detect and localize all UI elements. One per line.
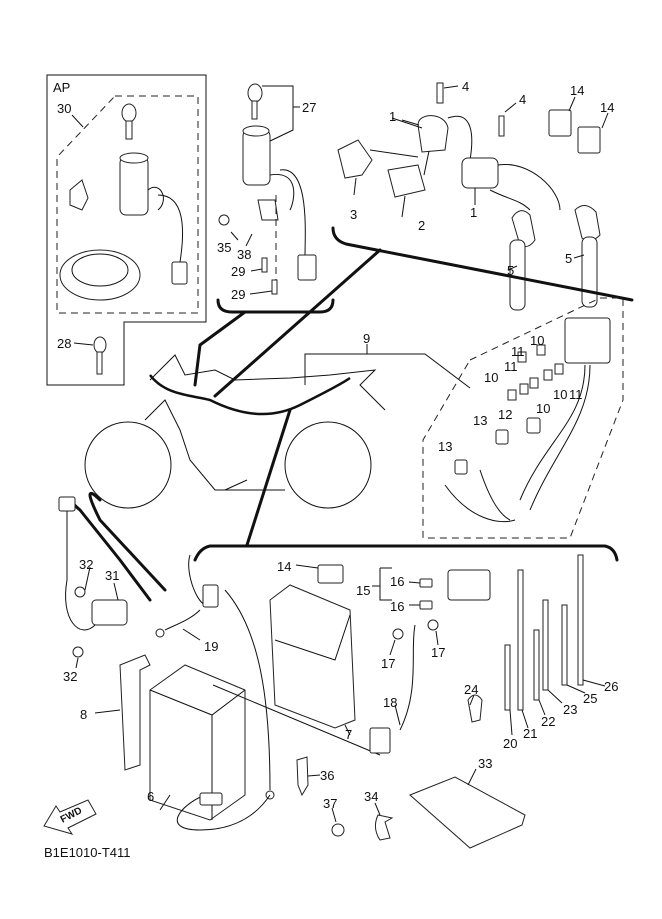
callout-11-a[interactable]: 11 xyxy=(511,344,525,359)
lock-set-group-label: AP xyxy=(53,80,71,95)
callout-29-b[interactable]: 29 xyxy=(231,287,246,302)
leader-curve-lower-left xyxy=(69,496,152,602)
callout-1-b[interactable]: 1 xyxy=(470,205,478,220)
callout-29-a[interactable]: 29 xyxy=(231,264,246,279)
callout-14-b[interactable]: 14 xyxy=(600,100,615,115)
callout-33[interactable]: 33 xyxy=(478,756,493,771)
fuel-cap xyxy=(59,249,141,301)
callout-1-a[interactable]: 1 xyxy=(389,109,397,124)
callout-17-b[interactable]: 17 xyxy=(431,645,446,660)
callout-21[interactable]: 21 xyxy=(523,726,538,741)
callout-6[interactable]: 6 xyxy=(147,789,155,804)
callout-34[interactable]: 34 xyxy=(364,789,379,804)
callout-9[interactable]: 9 xyxy=(363,331,371,346)
seat-lock xyxy=(69,179,89,211)
leader-to-lock-set xyxy=(193,310,247,387)
callout-10-c[interactable]: 10 xyxy=(553,387,568,402)
motorcycle-outline xyxy=(84,354,386,509)
callout-32-a[interactable]: 32 xyxy=(79,557,94,572)
callout-15[interactable]: 15 xyxy=(356,583,371,598)
callout-38[interactable]: 38 xyxy=(237,247,252,262)
harness-detail-group xyxy=(304,297,624,539)
callout-19[interactable]: 19 xyxy=(204,639,219,654)
callout-13-b[interactable]: 13 xyxy=(438,439,453,454)
fwd-arrow-icon xyxy=(43,799,97,835)
main-switch-group xyxy=(218,83,317,295)
battery-group xyxy=(94,554,381,831)
callout-27[interactable]: 27 xyxy=(302,100,317,115)
callout-24[interactable]: 24 xyxy=(464,682,479,697)
callout-25[interactable]: 25 xyxy=(583,691,598,706)
callout-31[interactable]: 31 xyxy=(105,568,120,583)
callout-8[interactable]: 8 xyxy=(80,707,88,722)
callout-30[interactable]: 30 xyxy=(57,101,72,116)
ignition-coil-group xyxy=(337,82,601,311)
lock-set-group-frame xyxy=(46,74,207,386)
starter-relay-part xyxy=(295,564,491,754)
group-bracket-ignition xyxy=(331,226,634,302)
callout-22[interactable]: 22 xyxy=(541,714,556,729)
key-blank-icon xyxy=(73,336,107,375)
callout-10-d[interactable]: 10 xyxy=(536,401,551,416)
callout-10-a[interactable]: 10 xyxy=(530,333,545,348)
callout-32-b[interactable]: 32 xyxy=(63,669,78,684)
callout-4-b[interactable]: 4 xyxy=(519,92,527,107)
callout-18[interactable]: 18 xyxy=(383,695,398,710)
relay-pair-top xyxy=(548,96,609,154)
callout-2[interactable]: 2 xyxy=(418,218,426,233)
callout-12[interactable]: 12 xyxy=(498,407,513,422)
callout-7[interactable]: 7 xyxy=(345,727,353,742)
drawing-code: B1E1010-T411 xyxy=(44,845,131,860)
leader-to-lower-group xyxy=(88,491,167,592)
callout-3[interactable]: 3 xyxy=(350,207,358,222)
callout-13-a[interactable]: 13 xyxy=(473,413,488,428)
cable-ties xyxy=(504,554,606,736)
callout-37[interactable]: 37 xyxy=(323,796,338,811)
callout-5-a[interactable]: 5 xyxy=(507,263,515,278)
callout-11-c[interactable]: 11 xyxy=(569,387,583,402)
callout-4-a[interactable]: 4 xyxy=(462,79,470,94)
callout-14-c[interactable]: 14 xyxy=(277,559,292,574)
leader-to-bottom-group xyxy=(193,544,619,562)
callout-5-b[interactable]: 5 xyxy=(565,251,573,266)
callout-16-a[interactable]: 16 xyxy=(390,574,405,589)
callout-35[interactable]: 35 xyxy=(217,240,232,255)
callout-36[interactable]: 36 xyxy=(320,768,335,783)
callout-10-b[interactable]: 10 xyxy=(484,370,499,385)
key-icon xyxy=(121,103,137,140)
callout-17-a[interactable]: 17 xyxy=(381,656,396,671)
callout-23[interactable]: 23 xyxy=(563,702,578,717)
ignition-lock-cylinder xyxy=(119,152,188,285)
callout-16-b[interactable]: 16 xyxy=(390,599,405,614)
callout-11-b[interactable]: 11 xyxy=(504,359,518,374)
callout-20[interactable]: 20 xyxy=(503,736,518,751)
sidestand-switch-part xyxy=(58,496,128,669)
callout-28[interactable]: 28 xyxy=(57,336,72,351)
group-bracket-main-switch xyxy=(216,298,335,314)
callout-14-a[interactable]: 14 xyxy=(570,83,585,98)
small-parts xyxy=(296,756,526,849)
callout-26[interactable]: 26 xyxy=(604,679,619,694)
leader-main-down xyxy=(245,408,292,547)
leader-to-main-switch xyxy=(213,248,382,398)
